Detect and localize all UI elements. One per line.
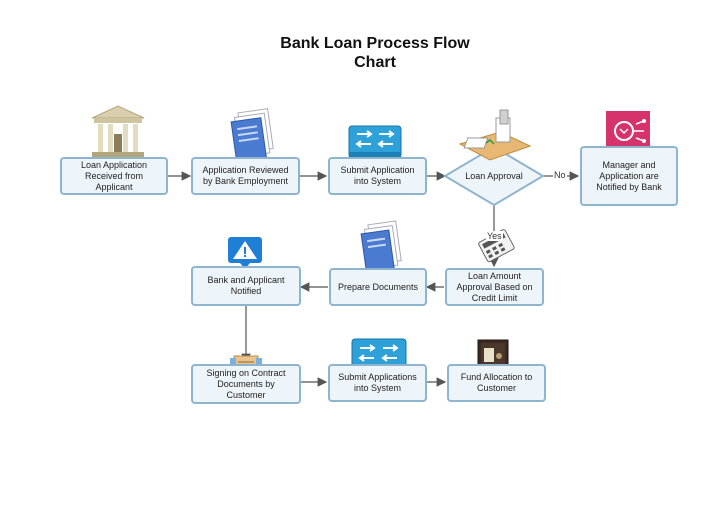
edge-label-no: No	[553, 170, 567, 180]
node-label: Signing on Contract Documents by Custome…	[206, 367, 286, 400]
title-line-2: Chart	[354, 54, 396, 71]
node-label: Manager and Application are Notified by …	[596, 159, 662, 192]
node-loan-amount-approval[interactable]: Loan Amount Approval Based on Credit Lim…	[445, 268, 544, 306]
node-loan-approval[interactable]: Loan Approval	[465, 171, 523, 181]
node-bank-applicant-notified[interactable]: Bank and Applicant Notified	[191, 266, 301, 306]
node-label: Loan Application Received from Applicant	[80, 159, 148, 192]
warning-icon	[228, 237, 262, 269]
node-prepare-documents[interactable]: Prepare Documents	[329, 268, 427, 306]
bank-icon	[91, 105, 145, 157]
node-label: Fund Allocation to Customer	[460, 372, 533, 393]
switch-icon	[348, 125, 402, 159]
node-label: Prepare Documents	[337, 281, 419, 292]
edge-label-yes: Yes	[486, 231, 503, 241]
node-label: Submit Applications into System	[338, 372, 417, 393]
document-icon	[230, 108, 274, 163]
node-submit-application[interactable]: Submit Application into System	[328, 157, 427, 195]
node-submit-applications[interactable]: Submit Applications into System	[328, 364, 427, 402]
node-loan-application-received[interactable]: Loan Application Received from Applicant	[60, 157, 168, 195]
node-label: Submit Application into System	[340, 165, 415, 186]
node-fund-allocation[interactable]: Fund Allocation to Customer	[447, 364, 546, 402]
node-application-reviewed[interactable]: Application Reviewed by Bank Employment	[191, 157, 300, 195]
node-label: Application Reviewed by Bank Employment	[202, 165, 289, 186]
document-icon	[360, 220, 402, 275]
approval-icon	[458, 109, 532, 161]
page-title: Bank Loan Process Flow Chart	[0, 34, 720, 72]
decision-diamond	[443, 145, 545, 207]
title-line-1: Bank Loan Process Flow	[280, 35, 470, 52]
node-label: Bank and Applicant Notified	[207, 275, 285, 296]
connectors	[168, 171, 580, 387]
node-signing-contract[interactable]: Signing on Contract Documents by Custome…	[191, 364, 301, 404]
node-manager-notified[interactable]: Manager and Application are Notified by …	[580, 146, 678, 206]
node-label: Loan Amount Approval Based on Credit Lim…	[456, 270, 533, 303]
